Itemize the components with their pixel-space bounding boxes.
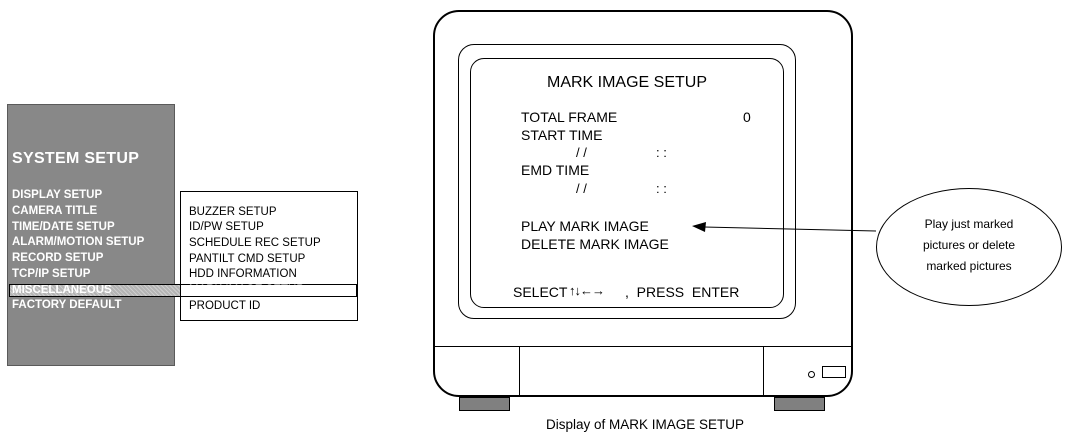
end-time-clock-field[interactable]: : : [656, 181, 667, 196]
menu-item-time-date-setup[interactable]: TIME/DATE SETUP [12, 221, 115, 233]
submenu-item-hdd-information[interactable]: HDD INFORMATION [189, 268, 297, 280]
power-button[interactable] [822, 366, 846, 378]
monitor-screen [470, 58, 784, 308]
submenu-item-schedule-rec-setup[interactable]: SCHEDULE REC SETUP [189, 237, 321, 249]
start-time-label: START TIME [521, 127, 603, 143]
power-led-icon [808, 371, 815, 378]
system-setup-panel [7, 104, 175, 366]
monitor-panel-divider-left [519, 346, 520, 395]
end-time-date-field[interactable]: / / [576, 181, 587, 196]
menu-item-display-setup[interactable]: DISPLAY SETUP [12, 189, 103, 201]
start-time-date-field[interactable]: / / [576, 145, 587, 160]
callout-line-2: pictures or delete [922, 238, 1016, 252]
submenu-item-buzzer-setup[interactable]: BUZZER SETUP [189, 206, 277, 218]
menu-item-alarm-motion-setup[interactable]: ALARM/MOTION SETUP [12, 236, 145, 248]
screen-title: MARK IMAGE SETUP [546, 74, 708, 91]
callout-arrow-icon [692, 222, 877, 232]
system-setup-title: SYSTEM SETUP [12, 150, 140, 167]
footer-press-enter-label: , PRESS ENTER [625, 284, 740, 300]
submenu-item-mark-image-setup[interactable]: MARK IMAGE SETUP [189, 284, 305, 296]
total-frame-label: TOTAL FRAME [521, 109, 618, 125]
callout-bubble [876, 188, 1062, 306]
menu-item-miscellaneous[interactable]: MISCELLANEOUS [12, 284, 112, 296]
menu-item-factory-default[interactable]: FACTORY DEFAULT [12, 299, 122, 311]
callout-line-1: Play just marked [924, 217, 1014, 231]
menu-item-tcp-ip-setup[interactable]: TCP/IP SETUP [12, 268, 91, 280]
submenu-item-id-pw-setup[interactable]: ID/PW SETUP [189, 221, 264, 233]
navigation-arrows-icon: ↑↓←→ [569, 283, 605, 298]
menu-item-camera-title[interactable]: CAMERA TITLE [12, 205, 98, 217]
submenu-item-pantilt-cmd-setup[interactable]: PANTILT CMD SETUP [189, 253, 306, 265]
monitor-screen-bezel [458, 44, 796, 319]
play-mark-image-option[interactable]: PLAY MARK IMAGE [521, 218, 649, 234]
start-time-clock-field[interactable]: : : [656, 145, 667, 160]
miscellaneous-submenu-panel [180, 191, 358, 321]
figure-caption: Display of MARK IMAGE SETUP [545, 417, 745, 432]
monitor-panel-divider-right [763, 346, 764, 395]
submenu-item-product-id[interactable]: PRODUCT ID [189, 300, 261, 312]
callout-line-3: marked pictures [926, 259, 1012, 273]
end-time-label: EMD TIME [521, 162, 590, 178]
menu-item-record-setup[interactable]: RECORD SETUP [12, 252, 104, 264]
footer-select-label: SELECT [513, 284, 568, 300]
monitor-base-divider [434, 346, 852, 347]
monitor-foot-right [774, 397, 825, 411]
delete-mark-image-option[interactable]: DELETE MARK IMAGE [521, 236, 669, 252]
monitor-foot-left [459, 397, 510, 411]
total-frame-value: 0 [743, 109, 751, 125]
